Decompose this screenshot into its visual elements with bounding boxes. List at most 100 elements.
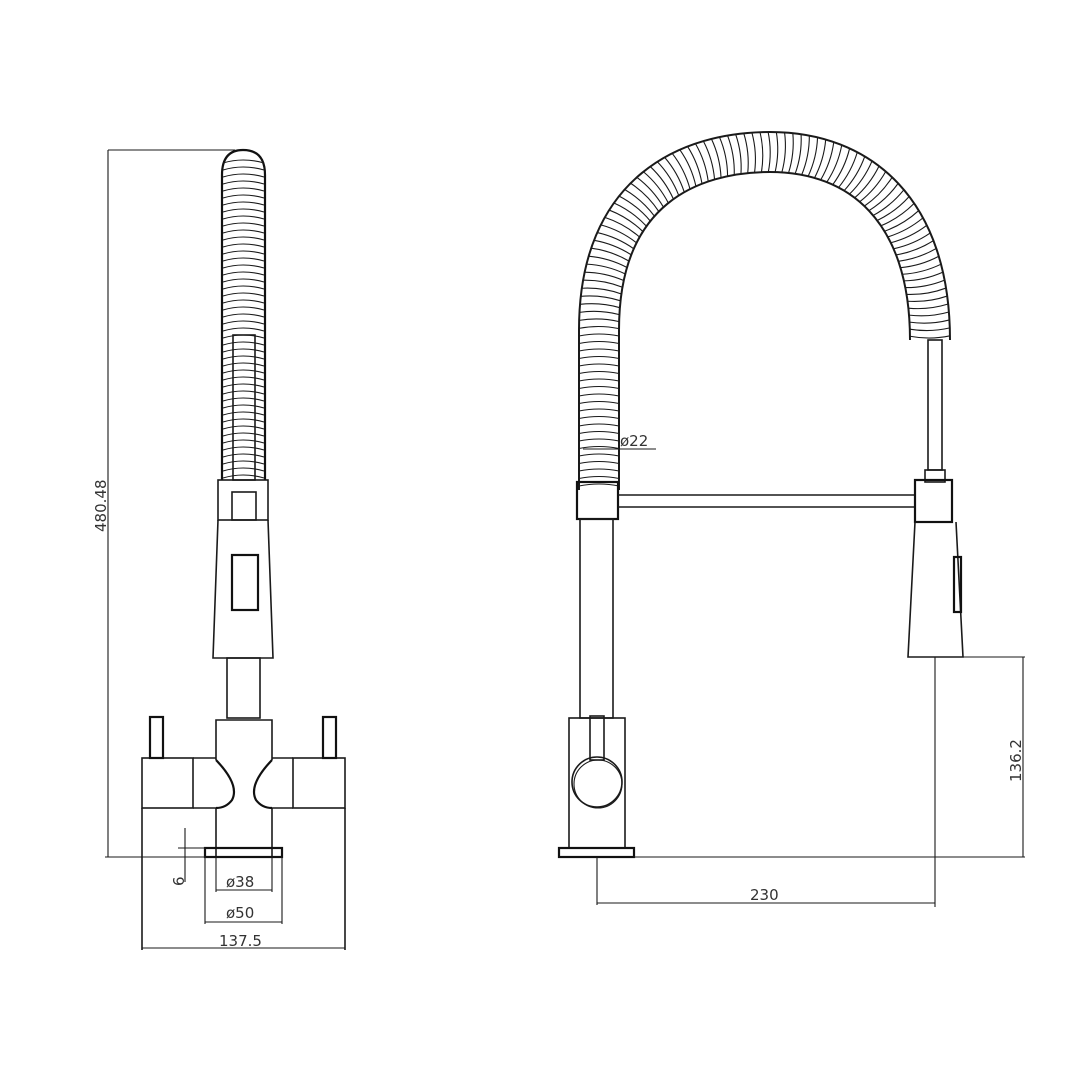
coil-ring [751,132,756,173]
dim-overall-height: 480.48 [92,480,110,533]
coil-ring [222,257,265,262]
coil-ring [876,196,910,221]
side-column [579,518,614,719]
coil-ring [820,142,835,181]
coil-ring [893,232,931,250]
coil-ring [781,132,786,173]
coil-ring [578,423,620,427]
coil-ring [854,165,880,199]
coil-ring [578,393,620,397]
front-view: 480.48 6 ø38 ø50 137.5 [92,148,346,950]
coil-ring [583,279,623,288]
coil-ring [578,430,620,435]
coil-ring [222,243,265,248]
coil-ring [759,132,764,173]
coil-ring [222,264,265,269]
side-base-plate [557,846,636,859]
coil-ring [222,180,265,185]
coil-ring [774,131,779,173]
coil-ring [584,271,624,282]
coil-ring [907,295,948,303]
coil-ring [578,363,620,367]
side-hose-coil [578,130,951,490]
coil-ring [794,134,802,174]
coil-ring [222,376,265,381]
coil-ring [687,146,703,184]
coil-ring [902,263,942,275]
coil-ring [588,255,628,268]
coil-ring [222,320,265,325]
coil-ring [900,255,940,269]
coil-ring [578,348,620,352]
side-body [568,717,626,849]
coil-ring [908,303,949,310]
coil-ring [222,460,265,465]
coil-ring [593,239,632,256]
coil-ring [578,370,620,375]
coil-ring [222,236,265,241]
coil-ring [222,453,265,458]
dim-spout-clearance: 136.2 [1007,739,1025,782]
coil-ring [579,303,621,309]
coil-ring [222,306,265,311]
front-spray-head [212,519,274,659]
coil-ring [222,467,265,472]
coil-ring [578,453,620,457]
coil-ring [222,327,265,332]
coil-ring [222,418,265,423]
coil-ring [604,216,640,238]
coil-ring [578,445,620,450]
coil-ring [906,287,947,296]
dim-reach: 230 [750,886,779,904]
coil-ring [222,313,265,318]
coil-ring [702,140,716,180]
coil-ring [787,133,794,174]
coil-ring [222,229,265,234]
coil-ring [222,439,265,444]
coil-ring [222,250,265,255]
side-spray-trigger [952,555,963,614]
left-handle-block [141,757,194,809]
coil-ring [222,432,265,437]
right-handle-block [292,757,346,809]
coil-ring [767,131,771,173]
front-base-plate [203,846,284,859]
right-lever [321,715,338,760]
coil-ring [578,408,620,412]
side-lever [589,715,605,761]
coil-ring [618,195,651,222]
coil-ring [222,271,265,276]
coil-ring [578,415,620,420]
coil-ring [580,295,621,302]
coil-ring [671,153,691,190]
coil-ring [718,136,729,177]
coil-ring [578,468,620,472]
coil-ring [872,189,905,216]
coil-ring [864,176,893,207]
coil-ring [578,460,620,465]
coil-ring [222,278,265,283]
side-view: 136.2 230 ø22 [557,130,1025,907]
coil-ring [600,224,637,244]
coil-ring [579,318,620,323]
coil-ring [222,362,265,367]
coil-ring [578,378,620,382]
coil-ring [222,348,265,353]
coil-ring [578,385,620,390]
side-spray-head-collar [913,478,954,524]
coil-ring [222,187,265,192]
coil-ring [222,194,265,199]
coil-ring [656,161,680,196]
coil-ring [905,279,945,289]
coil-ring [727,135,735,175]
coil-ring [222,173,265,178]
coil-ring [222,425,265,430]
coil-ring [679,149,697,187]
coil-ring [813,139,827,179]
coil-ring [591,247,630,262]
side-support-bar [618,494,915,508]
coil-ring [222,341,265,346]
coil-ring [578,475,620,480]
coil-ring [909,335,951,339]
coil-ring [624,189,655,217]
